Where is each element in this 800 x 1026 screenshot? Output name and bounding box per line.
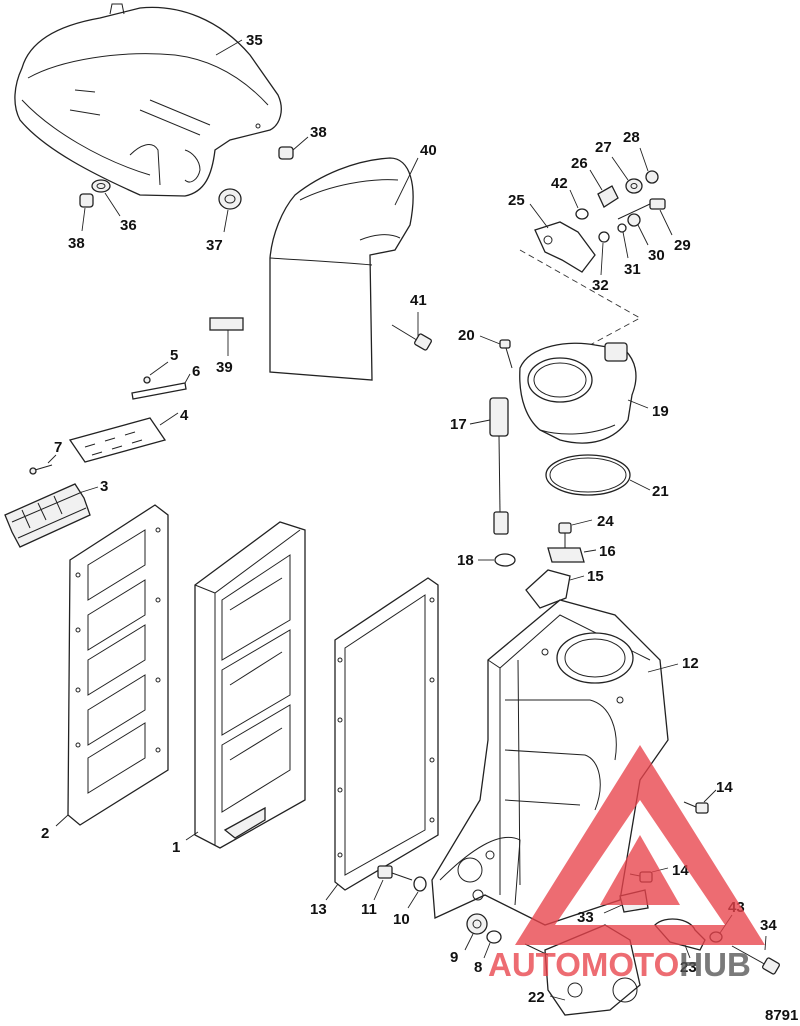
part-36-grommet: [91, 179, 121, 217]
part-3-reed-block: [4, 483, 99, 548]
part-38-grommet-right: [278, 136, 309, 160]
part-39-decal: [209, 317, 244, 356]
part-26-bushing: [589, 169, 619, 208]
part-31-washer: [617, 223, 629, 259]
callout-17: 17: [450, 416, 467, 433]
callout-38: 38: [310, 124, 327, 141]
callout-31: 31: [624, 261, 641, 278]
callout-20: 20: [458, 327, 475, 344]
callout-2: 2: [41, 825, 49, 842]
callout-35: 35: [246, 32, 263, 49]
linkage-centerline: [519, 249, 641, 346]
callout-33: 33: [577, 909, 594, 926]
callout-25: 25: [508, 192, 525, 209]
callout-24: 24: [597, 513, 614, 530]
callout-22: 22: [528, 989, 545, 1006]
callout-9: 9: [450, 949, 458, 966]
part-28-nut: [639, 147, 659, 184]
part-16-clip: [547, 547, 597, 563]
callout-18: 18: [457, 552, 474, 569]
callout-6: 6: [192, 363, 200, 380]
part-42-washer: [569, 189, 589, 220]
callout-40: 40: [420, 142, 437, 159]
callout-32: 32: [592, 277, 609, 294]
callout-3: 3: [100, 478, 108, 495]
callout-13: 13: [310, 901, 327, 918]
watermark-triangle-icon: [515, 745, 765, 945]
part-18-o-ring: [478, 553, 516, 567]
callout-7: 7: [54, 439, 62, 456]
callout-38: 38: [68, 235, 85, 252]
part-24-screw: [558, 519, 593, 548]
part-1-reed-housing: [185, 521, 306, 849]
callout-30: 30: [648, 247, 665, 264]
callout-labels: 35 38 36 38 37 40 28 27 26 42 25 29 30 3…: [41, 32, 777, 1006]
part-11-bolt: [373, 865, 413, 901]
part-27-washer: [611, 156, 643, 194]
watermark-brand-secondary: HUB: [679, 946, 751, 983]
part-25-throttle-lever: [529, 203, 596, 273]
part-15-map-sensor: [525, 569, 585, 609]
figure-id: 8791: [765, 1007, 798, 1024]
part-19-throttle-body: [519, 342, 649, 444]
part-34-bolt: [731, 935, 780, 975]
callout-36: 36: [120, 217, 137, 234]
part-37-seal: [218, 188, 242, 233]
callout-16: 16: [599, 543, 616, 560]
watermark-brand-primary: AUTOMOTO: [488, 946, 679, 983]
part-4-reed-petals: [68, 412, 179, 463]
callout-14: 14: [672, 862, 689, 879]
callout-5: 5: [170, 347, 178, 364]
part-9-grommet: [464, 913, 488, 951]
callout-8: 8: [474, 959, 482, 976]
callout-27: 27: [595, 139, 612, 156]
part-38-grommet-left: [79, 193, 94, 232]
part-30-bushing: [627, 213, 649, 246]
part-20-bolt: [479, 335, 513, 369]
part-2-gasket: [55, 504, 169, 827]
watermark-inner-triangle-icon: [600, 835, 680, 905]
callout-42: 42: [551, 175, 568, 192]
callout-26: 26: [571, 155, 588, 172]
part-29-bolt: [617, 198, 673, 236]
part-21-o-ring: [545, 454, 651, 496]
callout-37: 37: [206, 237, 223, 254]
part-41-bolt: [391, 312, 432, 351]
watermark: AUTOMOTOHUB: [488, 745, 765, 983]
part-17-sensor: [469, 397, 509, 535]
callout-14: 14: [716, 779, 733, 796]
part-8-washer: [483, 930, 502, 959]
callout-28: 28: [623, 129, 640, 146]
callout-21: 21: [652, 483, 669, 500]
part-7-screw: [29, 454, 57, 475]
part-35-cowl-cover: [14, 3, 282, 197]
part-32-o-ring: [598, 231, 610, 276]
callout-34: 34: [760, 917, 777, 934]
part-13-gasket: [325, 577, 439, 901]
part-40-intake-duct: [269, 157, 419, 381]
callout-12: 12: [682, 655, 699, 672]
svg-text:AUTOMOTOHUB: AUTOMOTOHUB: [488, 946, 751, 983]
part-6-strip: [131, 373, 191, 400]
callout-29: 29: [674, 237, 691, 254]
part-14-screw-upper: [683, 789, 717, 814]
part-10-washer: [407, 876, 427, 909]
callout-11: 11: [361, 901, 377, 918]
callout-19: 19: [652, 403, 669, 420]
callout-15: 15: [587, 568, 604, 585]
callout-1: 1: [172, 839, 180, 856]
callout-39: 39: [216, 359, 233, 376]
callout-10: 10: [393, 911, 410, 928]
part-5-screw: [143, 361, 169, 384]
callout-23: 23: [680, 959, 697, 976]
callout-41: 41: [410, 292, 427, 309]
callout-4: 4: [180, 407, 189, 424]
